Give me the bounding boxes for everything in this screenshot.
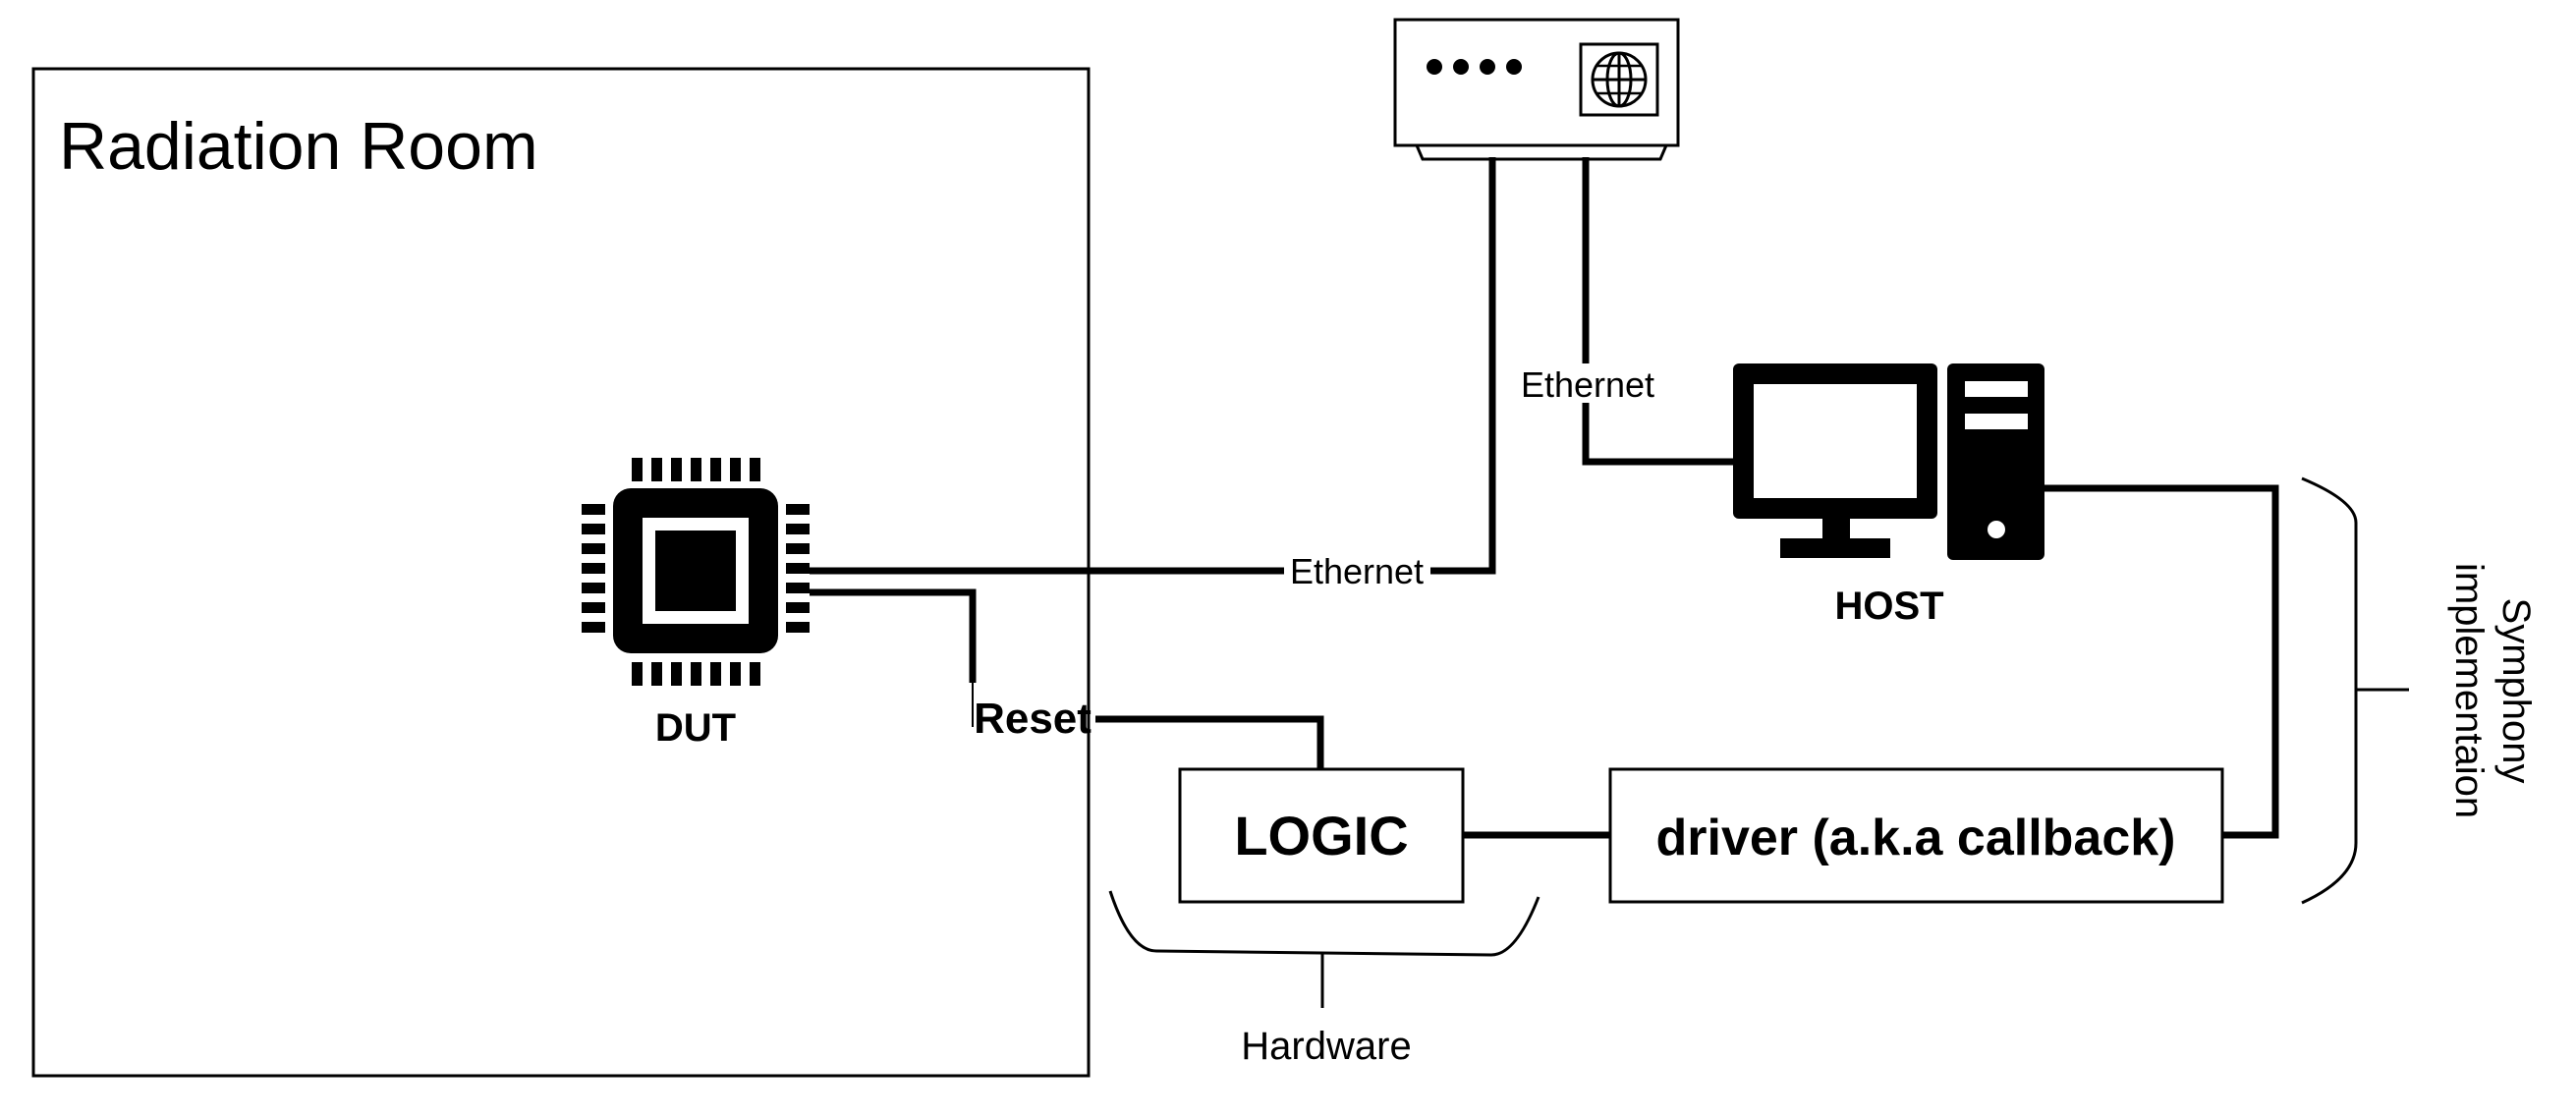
monitor-screen: [1754, 384, 1917, 498]
reset-logic-line: [1095, 715, 1324, 769]
chip-right-pins: [786, 504, 810, 633]
router-to-dut-ethernet: [1430, 157, 1496, 575]
radiation-room: Radiation Room: [31, 67, 1091, 1078]
radiation-room-label: Radiation Room: [59, 109, 538, 184]
logic-box: LOGIC: [1178, 767, 1465, 904]
chip-left-pins: [582, 504, 605, 633]
status-dot: [1427, 59, 1442, 75]
dut-ethernet-label: Ethernet: [1290, 551, 1424, 591]
dut-reset-line: [810, 588, 977, 683]
network-switch-icon: [1393, 18, 1680, 161]
tower-power: [1988, 521, 2005, 538]
tower: [1947, 363, 2044, 560]
driver-box: driver (a.k.a callback): [1608, 767, 2224, 904]
hardware-brace: [1108, 890, 1540, 1008]
symphony-brace: [2301, 476, 2409, 905]
status-dot: [1480, 59, 1495, 75]
monitor-neck: [1822, 519, 1850, 540]
driver-label: driver (a.k.a callback): [1656, 810, 2176, 866]
chip-top-pins: [632, 458, 760, 481]
host-ethernet-label: Ethernet: [1521, 364, 1654, 405]
driver-host-line: [2044, 484, 2279, 839]
tower-bay-2: [1965, 414, 2028, 429]
tower-bay-1: [1965, 381, 2028, 397]
globe-icon: [1579, 42, 1659, 117]
status-dot: [1506, 59, 1522, 75]
switch-base: [1414, 143, 1669, 161]
dut-label: DUT: [655, 706, 736, 750]
monitor-stand: [1780, 538, 1890, 558]
status-dot: [1453, 59, 1469, 75]
chip-core: [655, 531, 736, 611]
chip-bottom-pins: [632, 662, 760, 686]
logic-label: LOGIC: [1234, 805, 1408, 866]
symphony-label: Symphony implementaion: [2447, 563, 2538, 818]
connections: [810, 157, 2279, 839]
dut-chip-icon: [582, 458, 810, 686]
host-label: HOST: [1834, 585, 1943, 628]
symphony-label-line2: implementaion: [2447, 563, 2491, 818]
host-computer-icon: [1733, 363, 2044, 560]
hardware-label: Hardware: [1241, 1025, 1411, 1068]
symphony-label-line1: Symphony: [2494, 598, 2538, 784]
reset-label: Reset: [974, 695, 1092, 743]
router-host-ethernet-lower: [1582, 403, 1735, 466]
